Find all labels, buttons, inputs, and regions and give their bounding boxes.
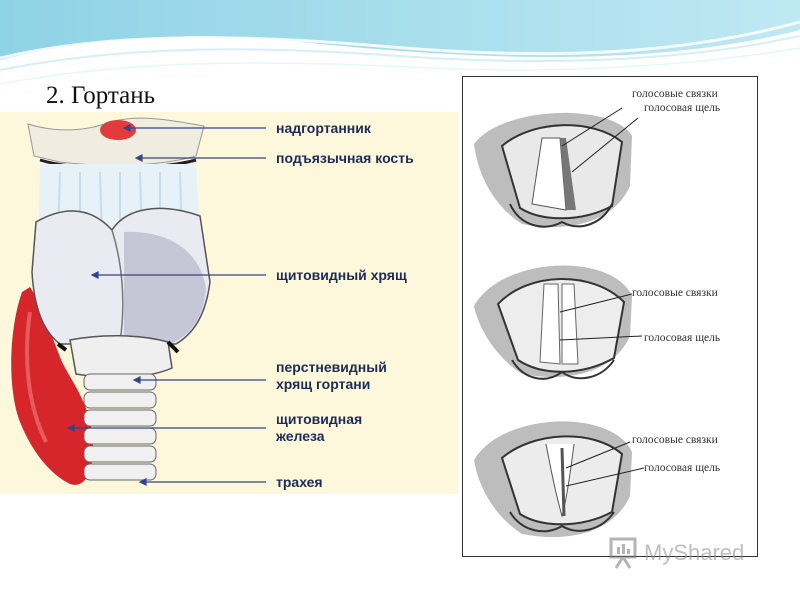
- view2-cords-label: голосовые связки: [632, 287, 718, 299]
- trachea-rings: [83, 373, 157, 481]
- label-hyoid-bone: подъязычная кость: [276, 150, 414, 166]
- view2-glottis-label: голосовая щель: [644, 332, 721, 344]
- larynx-illustration: [11, 117, 211, 485]
- watermark-text: MyShared: [644, 540, 745, 565]
- vocal-view-narrow: [474, 265, 643, 380]
- thyroid-gland-shape: [11, 287, 94, 485]
- view3-glottis-label: голосовая щель: [644, 462, 721, 474]
- vocal-cords-illustrations: [474, 107, 645, 538]
- view3-cords-label: голосовые связки: [632, 434, 718, 446]
- slide-title: 2. Гортань: [46, 82, 156, 109]
- presentation-icon: [609, 537, 637, 569]
- view1-cords-label: голосовые связки: [632, 88, 718, 100]
- vocal-view-closed: [474, 421, 645, 538]
- label-trachea: трахея: [276, 474, 323, 490]
- label-epiglottis: надгортанник: [276, 120, 371, 136]
- vocal-view-open: [474, 107, 639, 228]
- view1-glottis-label: голосовая щель: [644, 102, 721, 114]
- label-thyroid-cartilage: щитовидный хрящ: [276, 267, 407, 283]
- header-wave-decoration: [0, 0, 800, 85]
- watermark: MyShared: [606, 536, 766, 574]
